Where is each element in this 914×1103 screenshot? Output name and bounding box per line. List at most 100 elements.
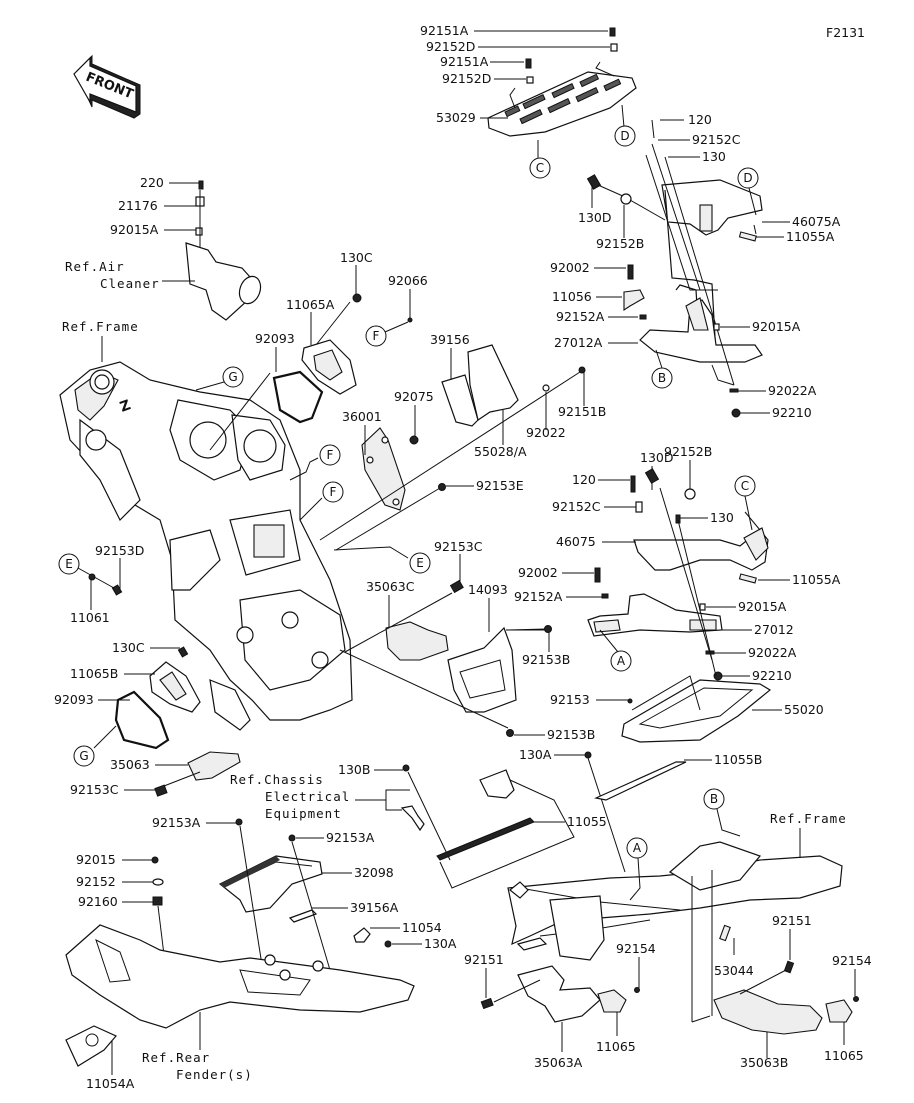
ref-frame-label: Ref.Frame	[770, 811, 847, 826]
part-label-92015A: 92015A	[752, 319, 801, 334]
svg-text:D: D	[743, 171, 752, 185]
part-label-92152B: 92152B	[664, 444, 712, 459]
callout-C: C	[734, 475, 756, 497]
part-label-92160: 92160	[78, 894, 118, 909]
part-label-92075: 92075	[394, 389, 434, 404]
ref-air-cleaner-line2: Cleaner	[100, 276, 160, 291]
part-label-92152A: 92152A	[514, 589, 563, 604]
part-label-35063A: 35063A	[534, 1055, 583, 1070]
part-label-120: 120	[688, 112, 712, 127]
callout-E: E	[409, 552, 431, 574]
part-label-92022A: 92022A	[768, 383, 817, 398]
part-label-92015: 92015	[76, 852, 116, 867]
part-label-11054: 11054	[402, 920, 442, 935]
cover-11065A	[301, 339, 357, 395]
bracket-55028A	[467, 344, 519, 421]
part-label-11055: 11055	[567, 814, 607, 829]
plate-39156	[441, 374, 479, 427]
part-label-32098: 32098	[354, 865, 394, 880]
part-label-11065: 11065	[824, 1048, 864, 1063]
part-label-39156A: 39156A	[350, 900, 399, 915]
svg-text:B: B	[658, 371, 666, 385]
svg-text:D: D	[620, 129, 629, 143]
svg-text:F: F	[330, 485, 337, 499]
svg-text:B: B	[710, 792, 718, 806]
rod-11055	[436, 817, 535, 861]
part-label-130C: 130C	[112, 640, 145, 655]
part-label-92154: 92154	[832, 953, 872, 968]
part-label-130: 130	[710, 510, 734, 525]
part-label-14093: 14093	[468, 582, 508, 597]
part-label-35063B: 35063B	[740, 1055, 788, 1070]
front-arrow-icon: FRONT	[73, 54, 141, 119]
part-label-130B: 130B	[338, 762, 370, 777]
part-label-130D: 130D	[640, 450, 673, 465]
part-label-92093: 92093	[54, 692, 94, 707]
part-label-130D: 130D	[578, 210, 611, 225]
part-label-27012A: 27012A	[554, 335, 603, 350]
part-label-92002: 92002	[550, 260, 590, 275]
part-label-92152D: 92152D	[426, 39, 475, 54]
callout-D: D	[614, 125, 636, 147]
part-label-46075: 46075	[556, 534, 596, 549]
part-label-92153A: 92153A	[326, 830, 375, 845]
callout-C: C	[529, 157, 551, 179]
main-frame: Z	[59, 361, 353, 731]
part-label-39156: 39156	[430, 332, 470, 347]
rear-fender	[65, 924, 415, 1029]
svg-text:F: F	[327, 448, 334, 462]
part-label-11054A: 11054A	[86, 1076, 135, 1091]
part-label-11065: 11065	[596, 1039, 636, 1054]
footpeg-holder-11065-left	[597, 989, 627, 1013]
bolt-92151A-top	[609, 27, 616, 37]
svg-text:G: G	[79, 749, 88, 763]
part-label-92154: 92154	[616, 941, 656, 956]
collar-92152D-left	[526, 76, 534, 84]
part-label-130: 130	[702, 149, 726, 164]
part-label-92093: 92093	[255, 331, 295, 346]
part-label-92152A: 92152A	[556, 309, 605, 324]
part-label-92022A: 92022A	[748, 645, 797, 660]
part-label-92151: 92151	[772, 913, 812, 928]
subframe	[507, 841, 843, 961]
svg-text:G: G	[228, 370, 237, 384]
ref-chassis-line3: Equipment	[265, 806, 342, 821]
grab-rail-46075	[633, 527, 769, 571]
part-label-55028A: 55028/A	[474, 444, 527, 459]
figure-code: F2131	[826, 25, 865, 40]
part-label-92153D: 92153D	[95, 543, 144, 558]
callout-A: A	[610, 650, 632, 672]
callout-G: G	[222, 366, 244, 388]
step-bracket-35063B	[713, 989, 823, 1035]
part-label-92152: 92152	[76, 874, 116, 889]
callout-F: F	[322, 481, 344, 503]
part-label-36001: 36001	[342, 409, 382, 424]
callout-B: B	[651, 367, 673, 389]
cover-11065B	[149, 661, 201, 713]
callout-F: F	[319, 444, 341, 466]
part-label-92152C: 92152C	[692, 132, 741, 147]
part-label-92151A: 92151A	[420, 23, 469, 38]
part-label-92152D: 92152D	[442, 71, 491, 86]
part-label-92151: 92151	[464, 952, 504, 967]
ref-chassis-line1: Ref.Chassis	[230, 772, 324, 787]
svg-text:C: C	[536, 161, 544, 175]
part-label-92151B: 92151B	[558, 404, 606, 419]
part-label-92002: 92002	[518, 565, 558, 580]
gasket-92093	[272, 370, 324, 424]
callout-G: G	[73, 745, 95, 767]
clip-ref-chassis	[400, 805, 425, 832]
svg-text:A: A	[617, 654, 626, 668]
part-label-130C: 130C	[340, 250, 373, 265]
part-label-27012: 27012	[754, 622, 794, 637]
svg-text:A: A	[633, 841, 642, 855]
collar-92152D-top	[610, 43, 618, 52]
plate-39156A	[288, 909, 318, 923]
part-label-92153A: 92153A	[152, 815, 201, 830]
callout-E: E	[58, 553, 80, 575]
part-label-92153E: 92153E	[476, 478, 524, 493]
part-label-92210: 92210	[752, 668, 792, 683]
ref-rear-fender-line1: Ref.Rear	[142, 1050, 210, 1065]
strip-11055B	[594, 761, 687, 801]
